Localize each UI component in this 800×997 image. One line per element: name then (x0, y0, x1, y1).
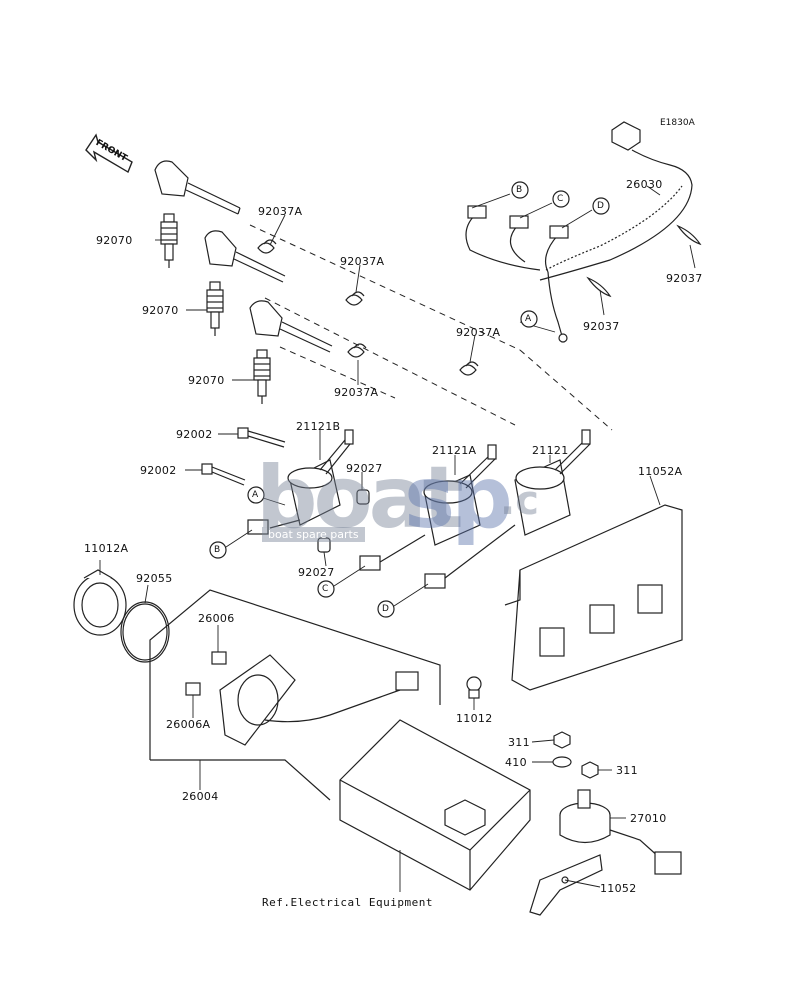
callout-26030: 26030 (626, 178, 663, 191)
connector-letter-c-coil: C (322, 584, 329, 594)
callout-92037-top: 92037 (666, 272, 703, 285)
electric-box-reference (339, 719, 531, 891)
callout-11012A: 11012A (84, 542, 129, 555)
sub-harness-26030 (465, 121, 693, 343)
callout-21121B: 21121B (296, 420, 341, 433)
collar-92027-1 (356, 489, 370, 505)
clamp-92037A-2 (345, 291, 365, 306)
clamp-92037A-4 (459, 361, 479, 376)
group-26004-outline (149, 589, 441, 801)
callout-26006A: 26006A (166, 718, 211, 731)
diagram-code: E1830A (660, 118, 695, 128)
connector-letter-d-top: D (597, 201, 604, 211)
bracket-11052 (529, 854, 603, 916)
clamp-92037A-1 (257, 239, 277, 254)
callout-92070-3: 92070 (188, 374, 225, 387)
callout-92037A-4: 92037A (334, 386, 379, 399)
callout-92027-1: 92027 (346, 462, 383, 475)
watermark-tagline: boat spare parts (262, 527, 365, 542)
bulb-11012 (466, 676, 482, 699)
connector-letter-a-top: A (525, 314, 532, 324)
ignition-coil-21121B (247, 429, 354, 535)
callout-27010: 27010 (630, 812, 667, 825)
relay-27010 (559, 789, 682, 875)
connector-letter-c-top: C (557, 194, 564, 204)
clamp-92037-upper (676, 224, 702, 246)
callout-92027-2: 92027 (298, 566, 335, 579)
callout-92002-1: 92002 (176, 428, 213, 441)
callout-92037A-2: 92037A (340, 255, 385, 268)
nut-311-2 (581, 761, 599, 779)
callout-92037A-3: 92037A (456, 326, 501, 339)
harness-flange-26004 (219, 654, 419, 746)
connector-letter-a-coil: A (252, 490, 259, 500)
plug-cap-1 (154, 160, 241, 215)
cap-11012A (73, 569, 127, 636)
front-direction-arrow (85, 133, 133, 174)
connector-letter-circles (209, 181, 610, 618)
connector-letter-d-coil: D (382, 604, 389, 614)
callout-410: 410 (505, 756, 527, 769)
bolt-92002-1 (237, 427, 286, 448)
washer-410 (552, 756, 572, 768)
o-ring-92055 (120, 601, 170, 663)
watermark-main: boat (256, 448, 464, 548)
plug-cap-3 (249, 300, 333, 353)
callout-26004: 26004 (182, 790, 219, 803)
callout-92037A-1: 92037A (258, 205, 303, 218)
nut-311-1 (553, 731, 571, 749)
callout-11052: 11052 (600, 882, 637, 895)
callout-11052A: 11052A (638, 465, 683, 478)
clamp-92037A-3 (347, 343, 367, 358)
spark-plug-3 (253, 349, 271, 404)
callout-21121: 21121 (532, 444, 569, 457)
spark-plug-1 (160, 213, 178, 268)
plug-cap-2 (204, 230, 286, 283)
ignition-coil-21121A (359, 444, 497, 571)
clamp-92037-lower (586, 276, 612, 298)
spark-plug-2 (206, 281, 224, 336)
callout-92002-2: 92002 (140, 464, 177, 477)
fuse-26006A (185, 682, 201, 696)
ignition-coil-21121 (424, 429, 591, 589)
callout-92037-mid: 92037 (583, 320, 620, 333)
callout-92070-1: 92070 (96, 234, 133, 247)
watermark-suffix: .c (500, 478, 539, 524)
callout-92055: 92055 (136, 572, 173, 585)
watermark-accent: sp (404, 448, 513, 548)
callout-311-1: 311 (508, 736, 530, 749)
routing-dashed-lines (249, 224, 613, 431)
connector-letter-b-coil: B (214, 545, 221, 555)
bolt-92002-2 (201, 463, 246, 486)
bracket-11052A (504, 504, 683, 691)
connector-letter-b-top: B (516, 185, 523, 195)
callout-311-2: 311 (616, 764, 638, 777)
reference-note: Ref.Electrical Equipment (262, 896, 433, 909)
callout-26006: 26006 (198, 612, 235, 625)
callout-21121A: 21121A (432, 444, 477, 457)
fuse-26006 (211, 651, 227, 665)
callout-11012: 11012 (456, 712, 493, 725)
callout-92070-2: 92070 (142, 304, 179, 317)
